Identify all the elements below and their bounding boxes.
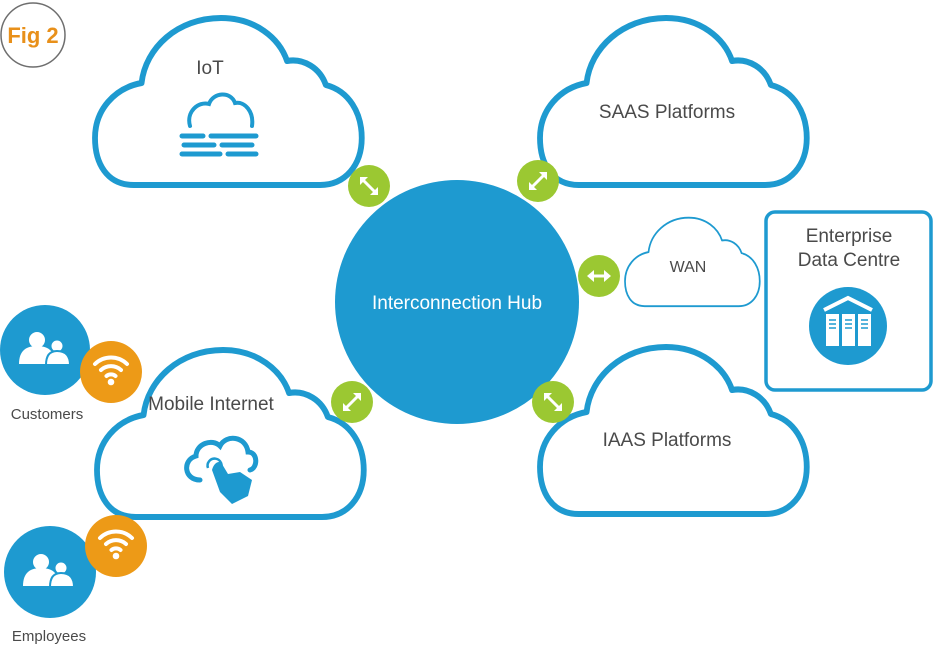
interconnection-hub: Interconnection Hub bbox=[335, 180, 579, 424]
iot-hub-connector bbox=[348, 165, 390, 207]
iaas-label: IAAS Platforms bbox=[603, 430, 732, 451]
cloud-bricks-icon bbox=[179, 92, 259, 157]
server-building-icon bbox=[809, 287, 887, 365]
data-centre-line1: Enterprise bbox=[806, 226, 893, 247]
employees-node: Employees bbox=[4, 515, 147, 645]
mobile-hub-connector bbox=[331, 381, 373, 423]
data-centre-line2: Data Centre bbox=[798, 250, 900, 271]
wan-cloud: WAN bbox=[624, 216, 761, 308]
mobile-internet-label: Mobile Internet bbox=[148, 394, 274, 415]
iot-label: IoT bbox=[196, 58, 224, 79]
wan-hub-connector bbox=[578, 255, 620, 297]
figure-label: Fig 2 bbox=[7, 23, 58, 48]
saas-label: SAAS Platforms bbox=[599, 102, 735, 123]
customers-node: Customers bbox=[0, 305, 142, 423]
enterprise-data-centre: Enterprise Data Centre bbox=[764, 210, 933, 392]
figure-badge: Fig 2 bbox=[0, 2, 66, 68]
saas-hub-connector bbox=[517, 160, 559, 202]
iaas-cloud: IAAS Platforms bbox=[540, 347, 807, 514]
customers-label: Customers bbox=[11, 406, 84, 423]
saas-cloud: SAAS Platforms bbox=[540, 18, 807, 185]
horizontal-double-arrow-icon bbox=[587, 270, 611, 282]
mobile-internet-cloud: Mobile Internet bbox=[97, 350, 364, 517]
employees-label: Employees bbox=[12, 628, 86, 645]
wan-label: WAN bbox=[670, 259, 707, 276]
iaas-hub-connector bbox=[532, 381, 574, 423]
hub-label: Interconnection Hub bbox=[372, 293, 542, 314]
cloud-touch-icon bbox=[184, 435, 259, 504]
iot-cloud: IoT bbox=[95, 18, 362, 185]
